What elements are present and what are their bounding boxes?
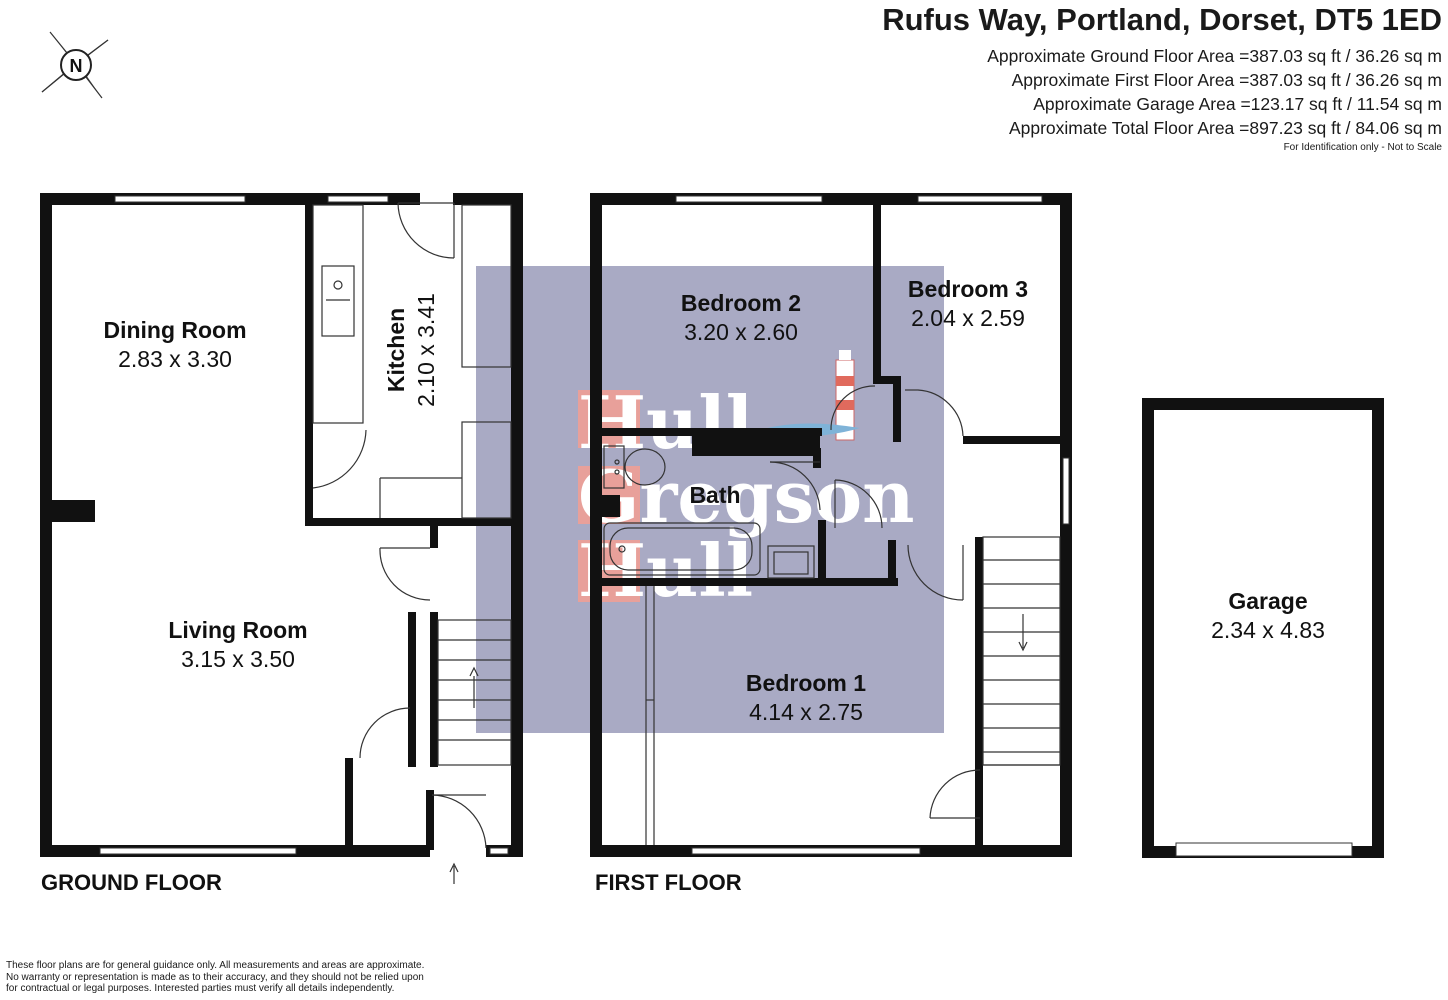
garage-dims: 2.34 x 4.83 xyxy=(1211,617,1325,643)
disclaimer-line: No warranty or representation is made as… xyxy=(6,971,424,983)
living-room-dims: 3.15 x 3.50 xyxy=(181,646,295,672)
dining-room-dims: 2.83 x 3.30 xyxy=(118,346,232,372)
watermark-line-2: Gregson xyxy=(578,454,914,539)
bedroom-1-dims: 4.14 x 2.75 xyxy=(749,699,863,725)
compass-letter: N xyxy=(70,56,83,76)
kitchen-dims: 2.10 x 3.41 xyxy=(413,293,439,407)
first-floor-label: FIRST FLOOR xyxy=(595,870,742,895)
garage-name: Garage xyxy=(1228,588,1307,614)
garage-area: Approximate Garage Area =123.17 sq ft / … xyxy=(1033,94,1442,114)
ground-floor-plan xyxy=(40,193,523,857)
bedroom-2-name: Bedroom 2 xyxy=(681,290,801,316)
dining-room-name: Dining Room xyxy=(103,317,246,343)
first-floor-fixtures xyxy=(603,385,1061,845)
property-address: Rufus Way, Portland, Dorset, DT5 1ED xyxy=(882,2,1442,37)
disclaimer: These floor plans are for general guidan… xyxy=(6,960,446,995)
ground-floor-label: GROUND FLOOR xyxy=(41,870,222,895)
bedroom-1-name: Bedroom 1 xyxy=(746,670,866,696)
total-floor-area: Approximate Total Floor Area =897.23 sq … xyxy=(1008,118,1442,138)
bedroom-3-dims: 2.04 x 2.59 xyxy=(911,305,1025,331)
bedroom-2-dims: 3.20 x 2.60 xyxy=(684,319,798,345)
kitchen-name: Kitchen xyxy=(383,308,409,392)
garage-plan xyxy=(1142,398,1384,858)
watermark: Hull Gregson Hull xyxy=(476,266,944,733)
living-room-name: Living Room xyxy=(168,617,307,643)
ground-floor-windows xyxy=(99,195,509,855)
disclaimer-line: for contractual or legal purposes. Inter… xyxy=(6,983,395,994)
scale-note: For Identification only - Not to Scale xyxy=(1283,142,1442,153)
disclaimer-line: These floor plans are for general guidan… xyxy=(6,960,425,971)
bath-name: Bath xyxy=(689,482,740,508)
compass-icon: N xyxy=(41,31,109,99)
bedroom-3-name: Bedroom 3 xyxy=(908,276,1028,302)
ground-floor-area: Approximate Ground Floor Area =387.03 sq… xyxy=(987,46,1442,66)
first-floor-area: Approximate First Floor Area =387.03 sq … xyxy=(1011,70,1442,90)
first-floor-windows xyxy=(675,195,1070,855)
ground-floor-fixtures xyxy=(312,202,512,884)
